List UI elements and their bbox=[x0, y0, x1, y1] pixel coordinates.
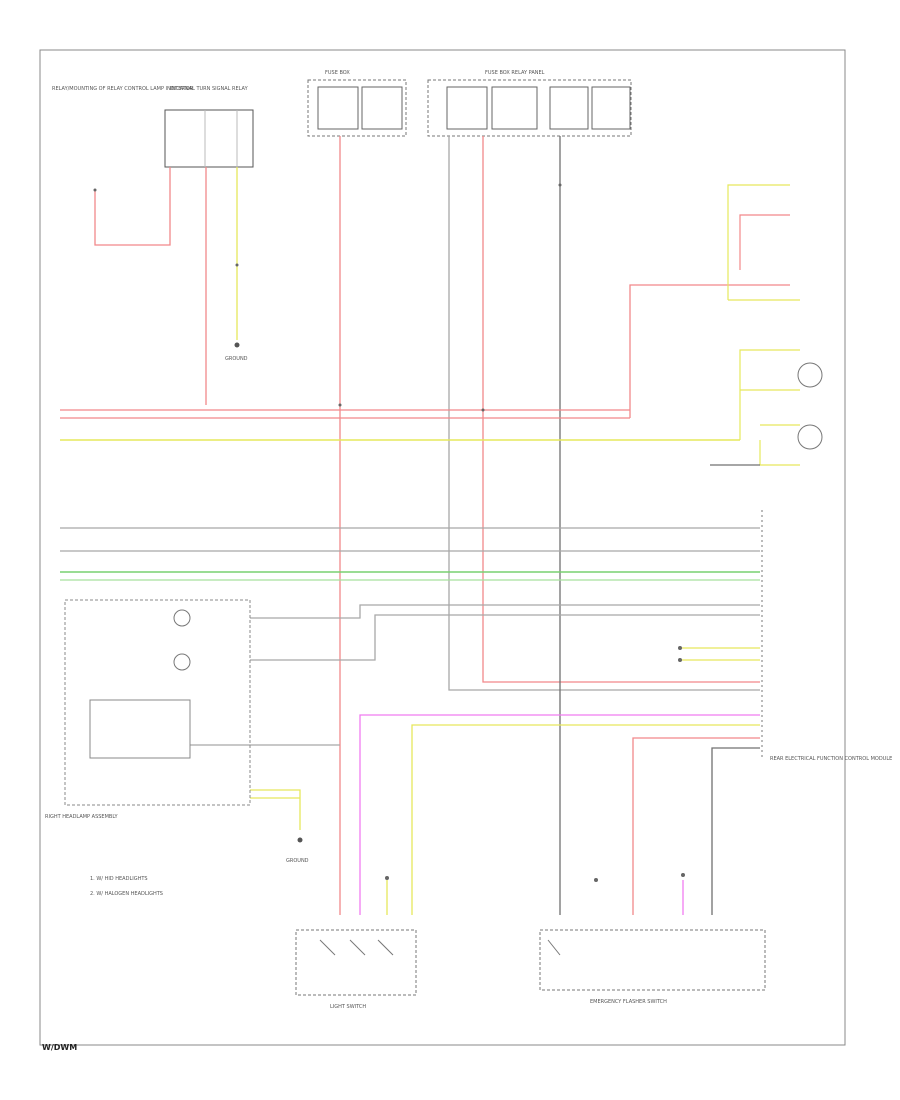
horizontal-buses bbox=[60, 284, 790, 830]
fuse-box-right bbox=[427, 79, 632, 137]
wire-red-fuse-module bbox=[482, 136, 760, 683]
headlamp-assembly bbox=[64, 599, 251, 806]
bus-gray-3 bbox=[250, 604, 760, 619]
wire-yellow-lightswitch bbox=[411, 724, 760, 915]
wire-pink-lightswitch bbox=[359, 714, 760, 915]
module-label: REAR ELECTRICAL FUNCTION CONTROL MODULE bbox=[770, 756, 892, 762]
connector-dots bbox=[93, 183, 685, 882]
fuse-box-left-label: FUSE BOX bbox=[325, 70, 350, 76]
fuse-box-right-label: FUSE BOX RELAY PANEL bbox=[485, 70, 545, 76]
rear-lamp-wiring bbox=[710, 184, 800, 466]
relay-connector-label: RELAY/MOUNTING OF RELAY CONTROL LAMP IND… bbox=[52, 86, 194, 92]
ground-label-1: GROUND bbox=[225, 356, 248, 362]
diagram-frame bbox=[39, 49, 846, 1046]
headlamp-assembly-label: RIGHT HEADLAMP ASSEMBLY bbox=[45, 814, 118, 820]
footnote-2: 2. W/ HALOGEN HEADLIGHTS bbox=[90, 891, 163, 897]
wire-red-relay-loop bbox=[94, 167, 171, 246]
wire-red-hazard bbox=[632, 737, 760, 915]
lamp-symbols bbox=[797, 362, 823, 450]
ground-symbols bbox=[234, 342, 303, 843]
fuse-box-left bbox=[307, 79, 407, 137]
footnote-1: 1. W/ HID HEADLIGHTS bbox=[90, 876, 148, 882]
turn-signal-relay-label: INTERNAL TURN SIGNAL RELAY bbox=[170, 86, 249, 92]
vertical-wires bbox=[94, 136, 760, 915]
wire-gray-fuse-module bbox=[448, 136, 760, 691]
bus-gray-4 bbox=[250, 614, 760, 661]
light-switch-box bbox=[295, 929, 417, 996]
light-switch-label: LIGHT SWITCH bbox=[330, 1004, 366, 1010]
bus-yellow-ground bbox=[250, 789, 301, 830]
turn-signal-relay-box bbox=[164, 109, 254, 168]
hazard-switch-box bbox=[539, 929, 766, 991]
wire-dark-module-right bbox=[711, 747, 760, 915]
ground-label-2: GROUND bbox=[286, 858, 309, 864]
diagram-code: W/DWM bbox=[42, 1043, 78, 1052]
bus-red-riser bbox=[629, 284, 790, 418]
hazard-switch-label: EMERGENCY FLASHER SWITCH bbox=[590, 999, 667, 1005]
